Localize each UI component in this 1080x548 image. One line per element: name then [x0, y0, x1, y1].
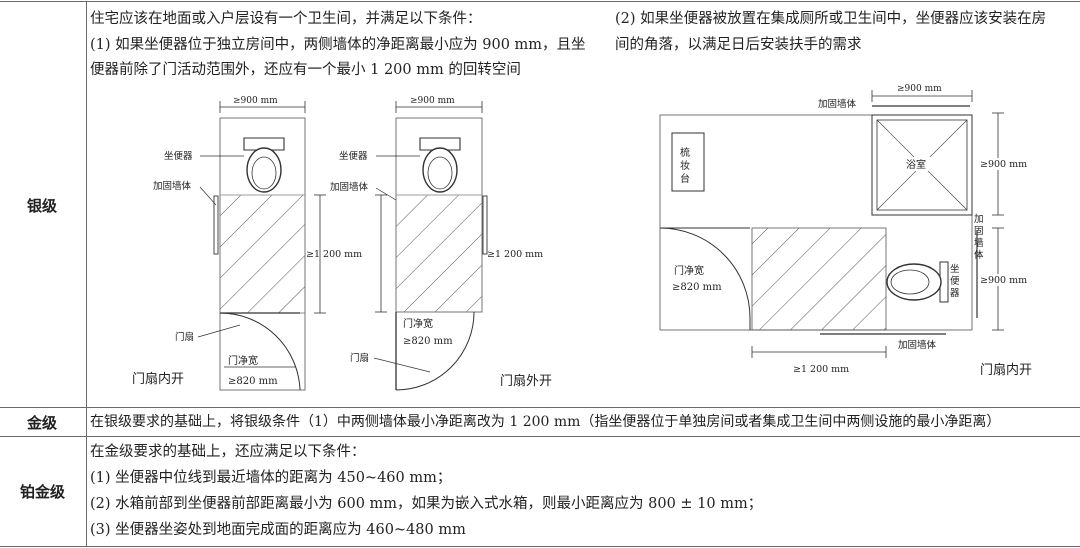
- d3-door-dim: ≥820 mm: [672, 282, 722, 293]
- d3-wall-right-2: 固: [974, 226, 984, 237]
- silver-condition-1-line-2: 便器前除了门活动范围外，还应有一个最小 1 200 mm 的回转空间: [90, 62, 521, 78]
- d2-hatch-area: [395, 194, 483, 313]
- d3-toilet-bowl: [886, 263, 942, 301]
- d1-toilet-label: 坐便器: [164, 150, 193, 162]
- d3-toilet-1: 坐: [950, 264, 960, 275]
- d3-caption: 门扇内开: [980, 362, 1032, 378]
- d2-door-dim: ≥820 mm: [403, 336, 453, 347]
- row-label-silver: 银级: [27, 197, 58, 215]
- d1-hatch-area: [219, 194, 306, 314]
- d3-wall-bottom-label: 加固墙体: [898, 339, 937, 351]
- d3-door-arc: [659, 227, 751, 319]
- silver-intro: 住宅应该在地面或入户层设有一个卫生间，并满足以下条件：: [90, 11, 482, 27]
- d3-hatch-area: [751, 227, 887, 331]
- d3-toilet-3: 器: [950, 288, 960, 299]
- d2-caption: 门扇外开: [500, 373, 552, 389]
- d3-wall-top-label: 加固墙体: [818, 98, 857, 110]
- row-label-gold: 金级: [27, 414, 58, 432]
- d3-vanity: [671, 132, 705, 192]
- d3-vanity-1: 梳: [680, 146, 690, 159]
- d1-door-leaf-label: 门扇: [175, 331, 194, 343]
- d1-width-dim: ≥900 mm: [233, 96, 278, 106]
- d3-wall-right-4: 体: [974, 249, 984, 261]
- gold-text: 在银级要求的基础上，将银级条件（1）中两侧墙体最小净距离改为 1 200 mm（…: [90, 414, 1001, 430]
- d1-door-width-label: 门净宽: [228, 354, 258, 367]
- d3-bottom-dim: ≥1 200 mm: [793, 364, 849, 375]
- d2-toilet-bowl: [422, 147, 458, 193]
- d2-toilet-tank: [419, 137, 461, 151]
- column-divider: [86, 1, 87, 546]
- row-label-platinum: 铂金级: [20, 483, 66, 501]
- row-divider: [0, 546, 1080, 547]
- diagram-door-outward: ≥900 mm ≥1 200 mm 坐便器 加固墙体 门净宽 ≥820 mm 门…: [330, 96, 552, 391]
- d1-toilet-tank: [243, 137, 285, 151]
- diagram-integrated-bathroom: ≥900 mm 加固墙体 梳 妆 台 浴室 ≥900 mm: [659, 84, 1032, 378]
- d2-door-leaf-label: 门扇: [350, 352, 369, 364]
- silver-condition-2-line-2: 间的角落，以满足日后安装扶手的需求: [615, 37, 862, 53]
- d1-toilet-bowl: [246, 147, 282, 193]
- d2-door-width-label: 门净宽: [403, 317, 433, 330]
- d3-vanity-3: 台: [680, 172, 690, 185]
- platinum-item-3: (3) 坐便器坐姿处到地面完成面的距离应为 460~480 mm: [90, 522, 466, 538]
- d1-depth-dim: ≥1 200 mm: [306, 249, 362, 260]
- d3-door-width-label: 门净宽: [674, 264, 704, 277]
- d3-toilet-2: 便: [950, 275, 960, 287]
- row-divider: [0, 436, 1080, 437]
- d2-toilet-label: 坐便器: [339, 150, 368, 162]
- platinum-item-2: (2) 水箱前部到坐便器前部距离最小为 600 mm，如果为嵌入式水箱，则最小距…: [90, 496, 763, 512]
- d1-wall-label: 加固墙体: [153, 180, 192, 192]
- platinum-item-1: (1) 坐便器中位线到最近墙体的距离为 450~460 mm；: [90, 470, 452, 486]
- d3-vanity-2: 妆: [680, 159, 690, 172]
- d1-caption: 门扇内开: [132, 371, 184, 387]
- d3-top-dim: ≥900 mm: [897, 84, 942, 94]
- d3-bath: [871, 114, 973, 216]
- silver-condition-2-line-1: (2) 如果坐便器被放置在集成厕所或卫生间中，坐便器应该安装在房: [615, 11, 1047, 27]
- d1-wall-bar: [213, 195, 219, 255]
- d2-door-arc: [395, 311, 475, 391]
- d2-depth-dim: ≥1 200 mm: [487, 249, 543, 260]
- silver-condition-1-line-1: (1) 如果坐便器位于独立房间中，两侧墙体的净距离最小应为 900 mm，且坐: [90, 37, 586, 53]
- d3-right-dim-upper: ≥900 mm: [980, 159, 1027, 170]
- row-divider: [0, 407, 1080, 408]
- diagram-door-inward: ≥900 mm ≥1 200 mm 坐便器 加固墙体 门扇: [132, 96, 362, 391]
- d1-door-dim: ≥820 mm: [228, 376, 278, 387]
- row-divider: [0, 1, 1080, 2]
- d3-bath-label: 浴室: [906, 158, 926, 171]
- d1-door-arc: [219, 312, 301, 391]
- d3-wall-right-1: 加: [974, 214, 984, 225]
- d2-wall-bar: [482, 195, 488, 255]
- d3-right-dim-lower: ≥900 mm: [980, 275, 1027, 286]
- d2-width-dim: ≥900 mm: [410, 96, 455, 106]
- platinum-intro: 在金级要求的基础上，还应满足以下条件：: [90, 444, 366, 460]
- d2-wall-label: 加固墙体: [330, 181, 369, 193]
- d3-wall-right-3: 墙: [974, 237, 984, 249]
